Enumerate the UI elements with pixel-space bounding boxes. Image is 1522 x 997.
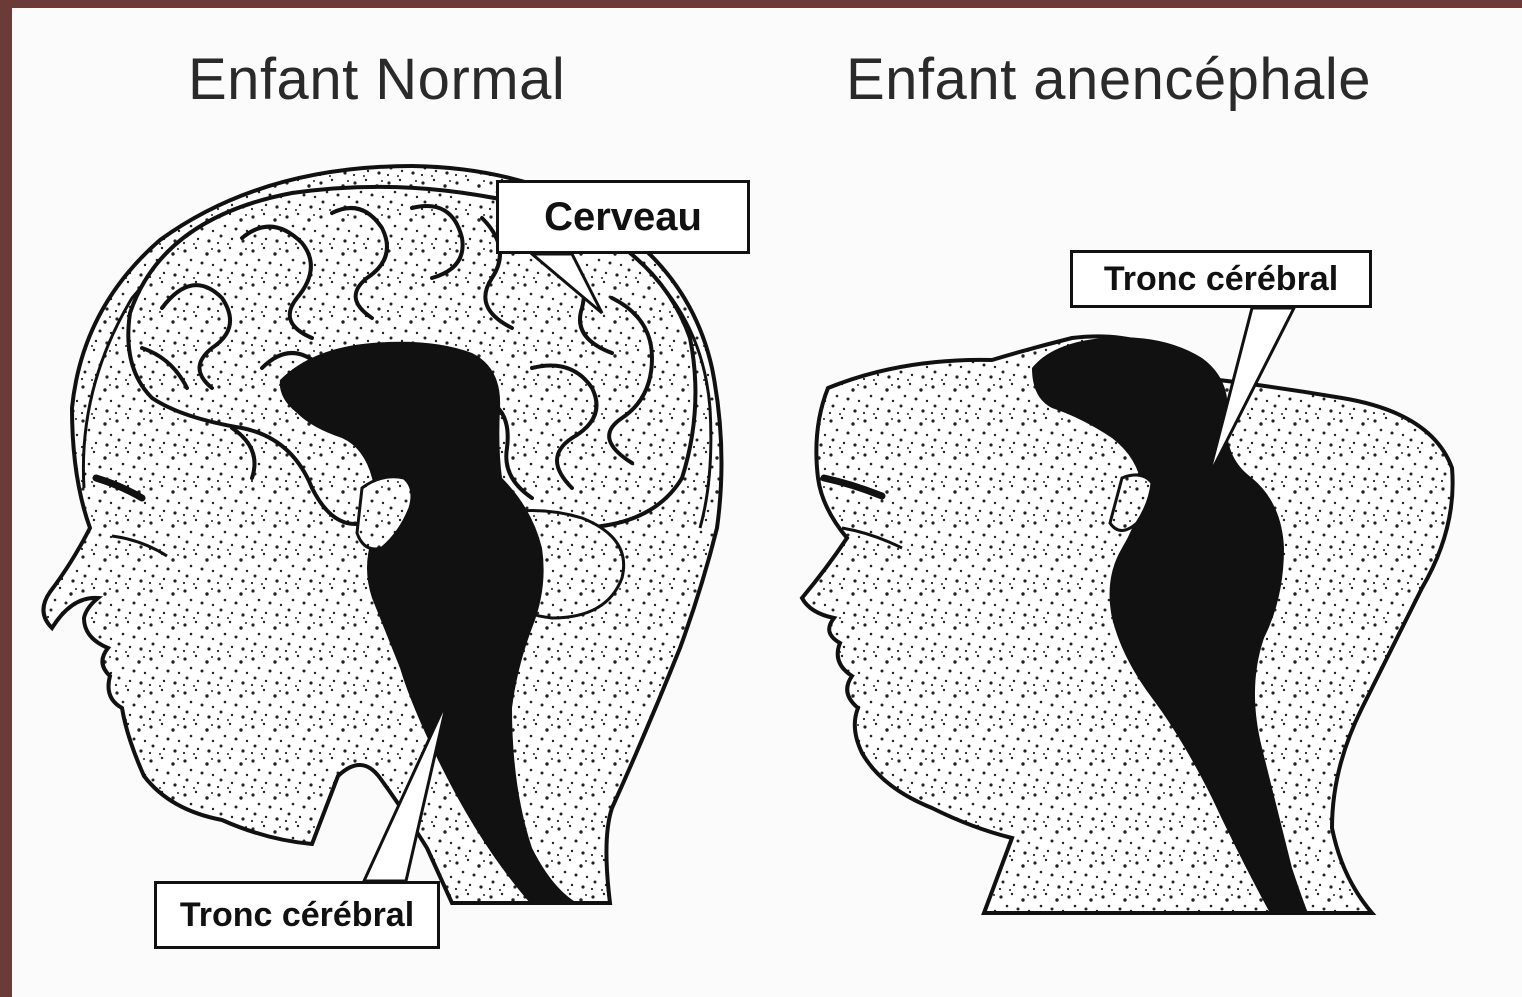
anencephalic-infant-illustration bbox=[802, 308, 1453, 913]
label-brainstem-anencephalic: Tronc cérébral bbox=[1070, 250, 1372, 308]
label-brainstem-normal: Tronc cérébral bbox=[154, 881, 440, 949]
title-anencephalic-infant: Enfant anencéphale bbox=[846, 46, 1371, 113]
title-normal-infant: Enfant Normal bbox=[188, 46, 565, 113]
normal-infant-illustration bbox=[43, 166, 721, 903]
label-brain: Cerveau bbox=[496, 180, 750, 254]
diagram-frame: Enfant Normal Enfant anencéphale Cerveau… bbox=[12, 8, 1522, 997]
diagram-canvas bbox=[12, 8, 1522, 997]
